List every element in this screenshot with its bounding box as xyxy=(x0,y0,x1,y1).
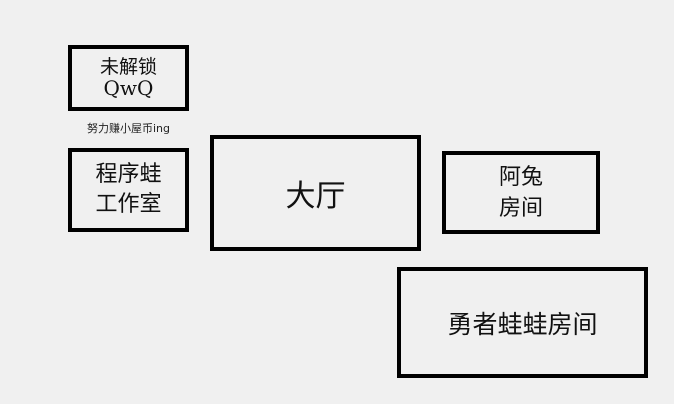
hero-frog-room-button[interactable]: 勇者蛙蛙房间 xyxy=(397,267,648,378)
locked-hint: 努力赚小屋币ing xyxy=(86,122,170,135)
studio-label-line2: 工作室 xyxy=(95,192,162,217)
rabbit-label-line1: 阿兔 xyxy=(498,164,543,190)
rabbit-room-button[interactable]: 阿兔 房间 xyxy=(442,151,600,234)
hall-label: 大厅 xyxy=(285,179,346,214)
hero-room-label: 勇者蛙蛙房间 xyxy=(447,309,598,339)
locked-emoticon: QwQ xyxy=(103,76,154,100)
rabbit-label-line2: 房间 xyxy=(498,195,543,221)
locked-label: 未解锁 xyxy=(99,56,157,78)
hall-button[interactable]: 大厅 xyxy=(210,135,421,251)
studio-label-line1: 程序蛙 xyxy=(95,162,162,187)
locked-room-button[interactable]: 未解锁 QwQ xyxy=(68,45,189,111)
programmer-frog-studio-button[interactable]: 程序蛙 工作室 xyxy=(68,148,189,232)
